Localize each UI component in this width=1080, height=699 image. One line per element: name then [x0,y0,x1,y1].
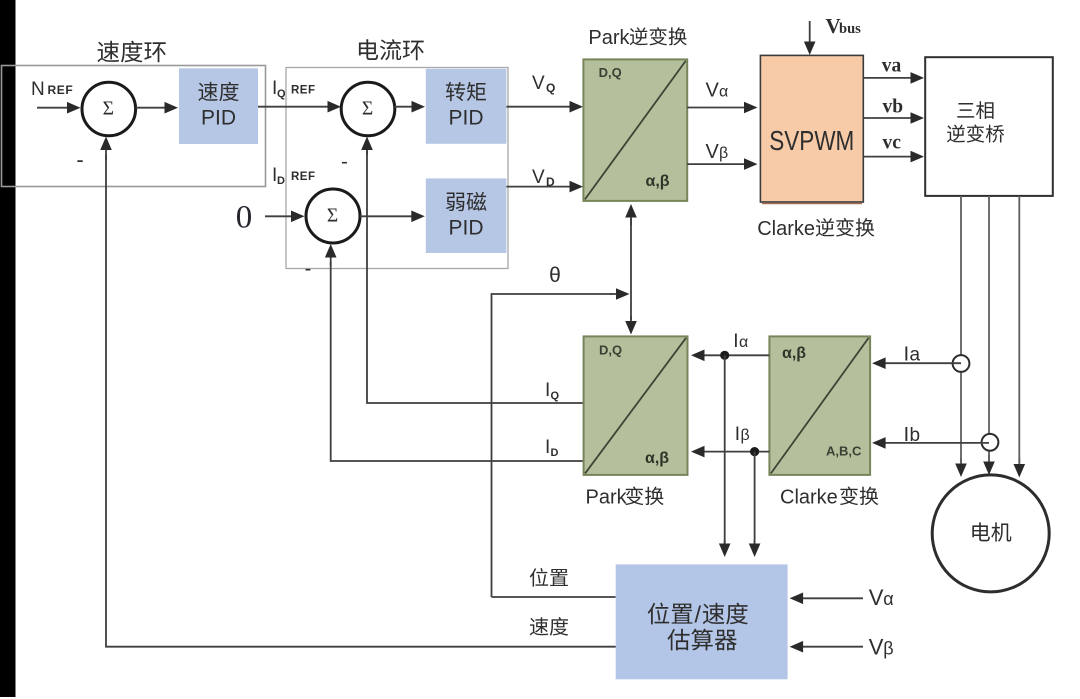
svg-text:N: N [31,79,45,100]
svg-text:Clarke: Clarke [757,218,815,240]
svg-text:α: α [739,334,748,351]
svg-text:D: D [546,175,555,189]
svg-text:REF: REF [291,171,316,183]
svg-text:I: I [545,437,550,458]
svg-text:α,β: α,β [645,450,669,467]
svg-text:V: V [869,585,884,610]
svg-text:PID: PID [201,107,236,130]
svg-text:Σ: Σ [103,99,114,120]
svg-text:D: D [277,175,285,187]
svg-text:I: I [904,343,910,366]
svg-text:I: I [735,424,740,445]
svg-text:α: α [883,589,893,609]
svg-text:β: β [719,145,728,162]
svg-text:V: V [532,73,545,94]
svg-text:V: V [706,141,720,163]
svg-text:vc: vc [883,132,902,153]
svg-text:-: - [76,147,83,172]
svg-text:-: - [305,258,312,280]
svg-text:Park: Park [588,27,630,49]
svg-text:Σ: Σ [327,206,338,227]
svg-text:REF: REF [291,85,316,97]
svg-text:I: I [733,331,738,352]
svg-text:I: I [545,380,550,401]
svg-text:V: V [826,14,841,38]
svg-text:D,Q: D,Q [599,65,622,80]
svg-text:V: V [706,80,720,102]
svg-text:D: D [551,447,559,459]
svg-text:bus: bus [839,21,861,37]
svg-text:va: va [882,56,902,77]
svg-text:PID: PID [448,217,483,240]
svg-text:0: 0 [236,200,253,236]
svg-text:β: β [883,639,893,659]
svg-text:Q: Q [546,81,555,95]
svg-text:Q: Q [551,390,560,402]
svg-text:Park: Park [586,487,628,509]
svg-text:-: - [341,151,348,173]
svg-text:PID: PID [448,107,483,130]
svg-text:V: V [869,635,884,660]
svg-text:a: a [910,345,921,366]
svg-text:Q: Q [277,88,286,100]
svg-text:vb: vb [883,96,904,117]
svg-text:I: I [272,78,277,99]
svg-text:β: β [741,427,750,444]
svg-text:α,β: α,β [782,345,806,362]
svg-text:/: / [695,602,702,628]
svg-text:V: V [532,167,545,188]
svg-text:REF: REF [48,83,74,97]
svg-text:b: b [910,425,921,446]
svg-text:I: I [272,165,277,186]
svg-text:SVPWM: SVPWM [769,125,854,156]
svg-text:θ: θ [549,264,561,287]
svg-text:Clarke: Clarke [780,487,838,509]
svg-text:Σ: Σ [362,99,373,120]
svg-text:α: α [719,84,728,101]
svg-text:A,B,C: A,B,C [826,444,862,459]
svg-text:I: I [904,423,910,446]
svg-text:α,β: α,β [646,173,670,190]
svg-text:D,Q: D,Q [599,343,622,358]
